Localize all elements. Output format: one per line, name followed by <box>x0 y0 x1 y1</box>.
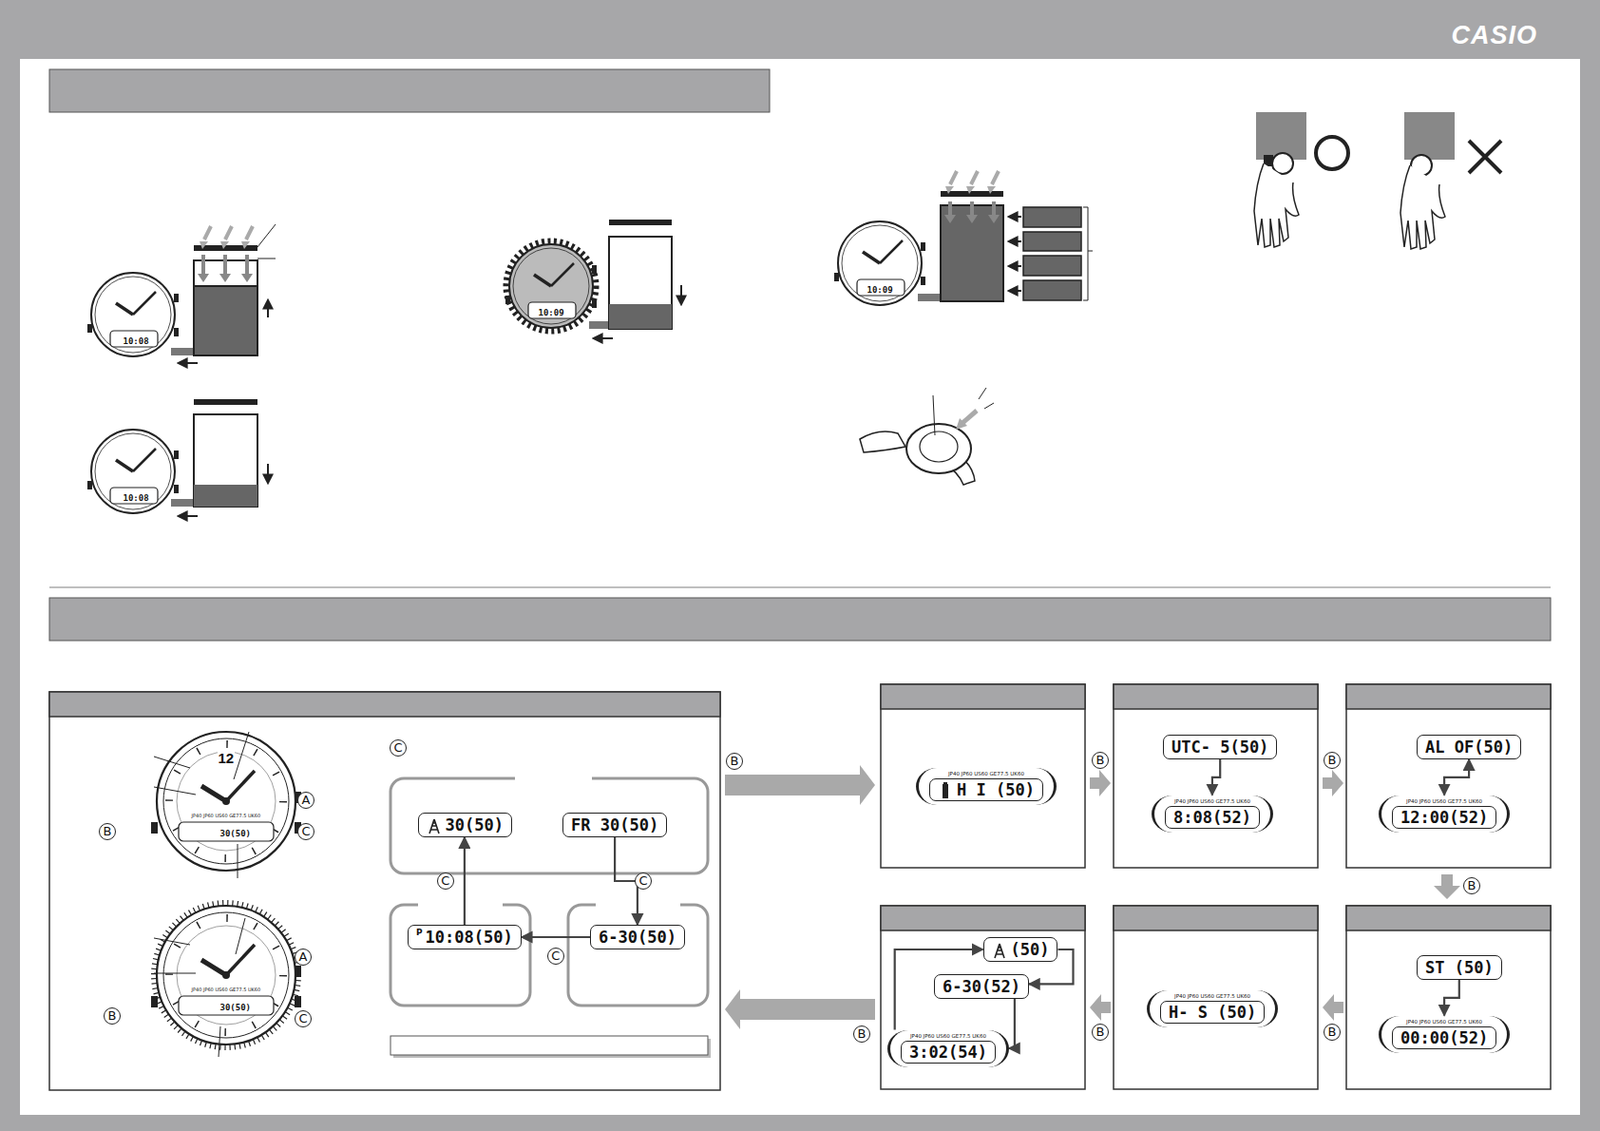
button-letter: C <box>634 872 652 890</box>
lcd-display: ST (50) <box>1416 954 1503 980</box>
dial-number: 12 <box>217 749 236 766</box>
display-text: 8:08(52) <box>1164 805 1260 829</box>
button-letter: B <box>853 1025 871 1043</box>
button-letter: C <box>297 822 315 840</box>
lcd-frame: JP40 JP60 US60 GE77.5 UK60H- S (50) <box>1146 990 1278 1028</box>
frequency-row: JP40 JP60 US60 GE77.5 UK60 <box>191 812 262 819</box>
lcd-text: 30(50) <box>219 1002 253 1012</box>
display-text: 6-30(52) <box>942 976 1021 996</box>
display-text: 00:00(52) <box>1391 1026 1497 1049</box>
lcd-frame: JP40 JP60 US60 GE77.5 UK60H I (50) <box>915 767 1057 805</box>
brand-logo: CASIO <box>1451 20 1539 51</box>
display-text: JP40 JP60 US60 GE77.5 UK60 <box>1391 1018 1497 1025</box>
display-text: 10:08(50) <box>425 927 514 947</box>
button-letter: B <box>1091 1023 1109 1041</box>
lcd-text: 10:08 <box>122 493 151 503</box>
button-letter: C <box>294 1009 312 1028</box>
display-text: AL OF(50) <box>1425 737 1513 757</box>
display-text: H I (50) <box>929 778 1044 801</box>
lcd-frame: JP40 JP60 US60 GE77.5 UK603:02(54) <box>887 1029 1010 1067</box>
display-text: 6-30(50) <box>598 927 677 947</box>
display-text: P <box>416 927 423 937</box>
display-text: JP40 JP60 US60 GE77.5 UK60 <box>900 1032 996 1039</box>
signal-icon <box>991 941 1008 959</box>
lcd-display: UTC- 5(50) <box>1162 734 1277 760</box>
button-letter: B <box>1463 876 1481 895</box>
frequency-row: JP40 JP60 US60 GE77.5 UK60 <box>191 986 262 992</box>
button-letter: B <box>1323 751 1341 769</box>
lcd-display: AL OF(50) <box>1416 734 1522 760</box>
button-letter: B <box>1323 1023 1341 1041</box>
display-text: 3:02(54) <box>900 1040 996 1064</box>
button-letter: C <box>389 739 407 757</box>
button-letter: B <box>98 822 116 840</box>
display-text: 12:00(52) <box>1391 805 1497 829</box>
battery-icon <box>937 781 953 800</box>
flow-arrow <box>463 837 466 925</box>
lcd-display: 6-30(50) <box>590 924 686 950</box>
lcd-display: (50) <box>983 936 1059 962</box>
flow-arrow <box>1212 759 1220 796</box>
lcd-display: P10:08(50) <box>407 924 522 950</box>
lcd-frame: JP40 JP60 US60 GE77.5 UK6012:00(52) <box>1378 795 1510 833</box>
display-text: UTC- 5(50) <box>1171 737 1269 757</box>
lcd-display: FR 30(50) <box>562 812 667 838</box>
lcd-display: 6-30(52) <box>933 973 1029 999</box>
lcd-text: 10:08 <box>122 336 151 346</box>
lcd-text: 30(50) <box>219 828 253 839</box>
lcd-text: 10:09 <box>537 307 566 318</box>
button-letter: C <box>437 872 455 890</box>
lcd-frame: JP40 JP60 US60 GE77.5 UK608:08(52) <box>1151 795 1274 833</box>
button-letter: A <box>294 948 312 966</box>
display-text: H- S (50) <box>1160 1000 1265 1024</box>
signal-icon <box>426 817 442 835</box>
display-text: JP40 JP60 US60 GE77.5 UK60 <box>1160 992 1265 999</box>
display-text: JP40 JP60 US60 GE77.5 UK60 <box>1391 798 1497 804</box>
flow-arrow <box>1444 979 1460 1016</box>
display-text: 30(50) <box>445 815 504 835</box>
lcd-text: 10:09 <box>866 285 895 295</box>
display-text: JP40 JP60 US60 GE77.5 UK60 <box>929 770 1044 777</box>
button-letter: B <box>103 1007 121 1025</box>
flow-arrow <box>1009 998 1015 1048</box>
display-text: FR 30(50) <box>571 815 659 835</box>
display-text: (50) <box>1010 939 1050 959</box>
button-letter: B <box>725 752 743 770</box>
button-letter: C <box>547 947 565 965</box>
display-text: JP40 JP60 US60 GE77.5 UK60 <box>1164 798 1260 804</box>
lcd-frame: JP40 JP60 US60 GE77.5 UK6000:00(52) <box>1378 1015 1510 1053</box>
display-text: ST (50) <box>1425 957 1494 977</box>
button-letter: A <box>297 791 315 809</box>
flow-arrow <box>1444 759 1469 796</box>
flow-arrow <box>521 935 591 938</box>
button-letter: B <box>1091 751 1109 769</box>
lcd-display: 30(50) <box>418 812 513 838</box>
